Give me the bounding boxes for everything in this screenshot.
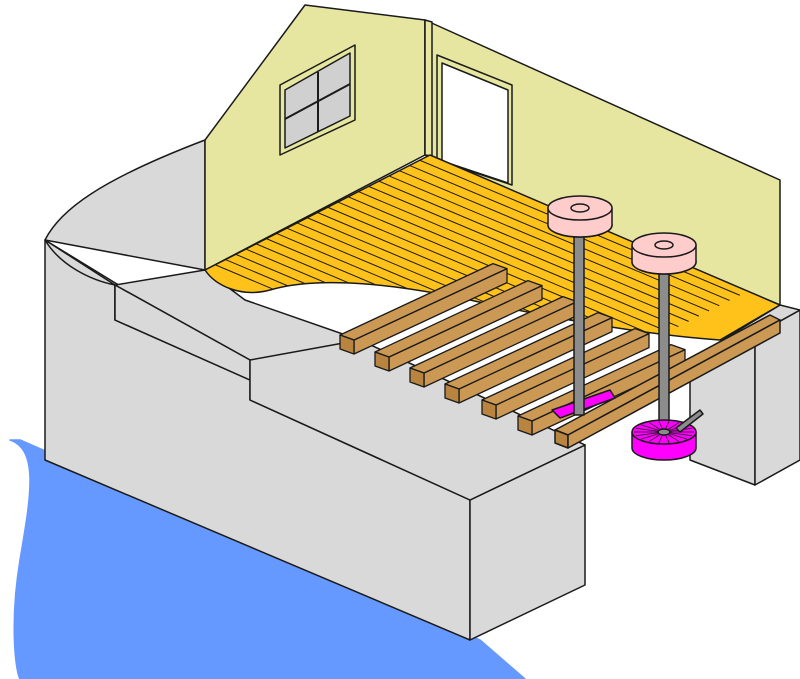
jack-handle xyxy=(675,409,704,433)
floorboard-line xyxy=(358,191,679,328)
floorboard-line xyxy=(378,180,700,317)
joist xyxy=(374,279,543,372)
foundation-step-top xyxy=(44,239,251,381)
rim-beam-side xyxy=(567,319,781,449)
floorboard-line xyxy=(368,185,689,322)
door-icon xyxy=(436,54,513,186)
floorboard-line xyxy=(388,175,710,312)
screw-jack-icon xyxy=(631,232,704,461)
window-icon xyxy=(279,44,356,156)
wall-corner-edge xyxy=(424,19,433,157)
floorboard-line xyxy=(347,196,669,333)
screw-jack-icon xyxy=(547,195,616,419)
joist xyxy=(339,262,508,355)
